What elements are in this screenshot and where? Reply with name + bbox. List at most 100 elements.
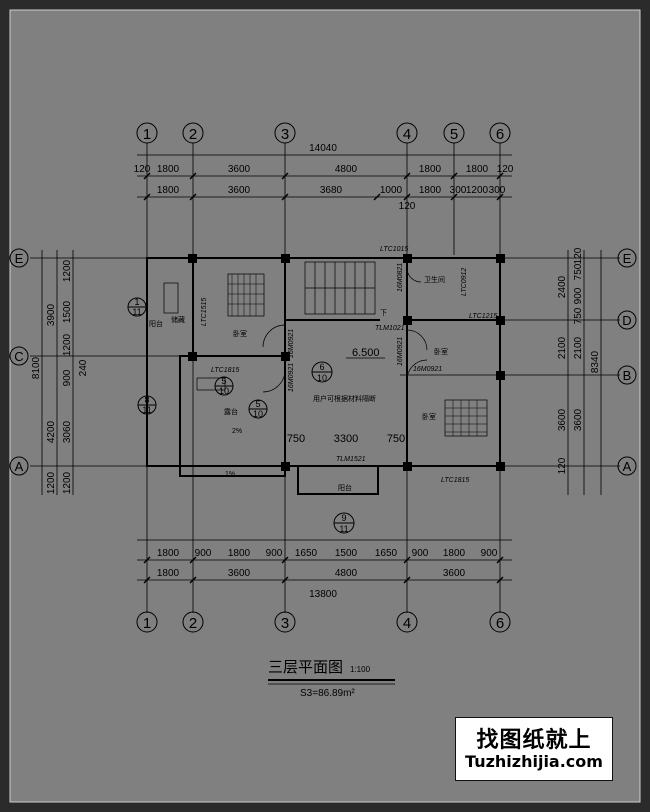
dim: 750	[287, 433, 305, 445]
watermark-badge: 找图纸就上 Tuzhizhijia.com	[455, 717, 613, 781]
axis-label: A	[623, 459, 632, 474]
room-label: 阳台	[338, 483, 352, 492]
column-labels-top: 1 2 3 4 5 6	[136, 122, 511, 144]
dim: 3900	[46, 303, 57, 326]
callout-bot: 10	[253, 409, 263, 419]
dim: 1200	[62, 333, 73, 356]
beds	[163, 273, 488, 437]
drawing-area: S3=86.89m²	[300, 688, 355, 699]
tag: TLM1521	[336, 456, 366, 463]
callout-top: 1	[134, 297, 139, 307]
tag: LTC1815	[441, 477, 469, 484]
columns	[188, 254, 505, 471]
dim: 900	[195, 548, 212, 559]
dim: 1500	[335, 548, 358, 559]
callout-top: 5	[221, 376, 226, 386]
callout-bot: 11	[339, 524, 348, 534]
bottom-dimension-text: 1800 900 1800 900 1650 1500 1650 900 180…	[157, 548, 498, 600]
dim: 3060	[62, 420, 73, 443]
dim: 4800	[335, 164, 358, 175]
dim: 300	[450, 185, 467, 196]
dim: 4800	[335, 568, 358, 579]
dim: 1800	[228, 548, 251, 559]
axis-label: E	[623, 251, 632, 266]
stair-down-label: 下	[380, 309, 387, 317]
tag: TLM1021	[375, 325, 405, 332]
paper	[9, 9, 641, 803]
dim: 1200	[46, 471, 57, 494]
drawing-scale: 1:100	[350, 665, 371, 674]
dim: 3680	[320, 185, 343, 196]
dim: 8340	[590, 350, 601, 373]
room-label: 储藏	[171, 315, 185, 324]
tag: LTC1215	[469, 313, 497, 320]
dim: 120	[497, 164, 514, 175]
hall-note: 用户可根据材料隔断	[313, 394, 376, 403]
dim: 900	[412, 548, 429, 559]
room-label: 阳台	[149, 319, 163, 328]
axis-label: B	[623, 368, 632, 383]
dim: 1800	[419, 164, 442, 175]
callout-text: 1 11 8 11 5 10 5 10 6 10 9 11	[132, 297, 348, 534]
level-label: 6.500	[352, 347, 380, 359]
room-label: 卫生间	[424, 275, 445, 284]
dim: 1200	[62, 259, 73, 282]
callout-bot: 11	[142, 405, 151, 415]
left-dimension-text: 1200 1500 1200 900 3060 1200 3900 4200 8…	[31, 259, 89, 494]
walls	[146, 257, 501, 495]
dim: 2100	[557, 336, 568, 359]
room-label: 卧室	[422, 412, 436, 421]
dim: 900	[573, 287, 584, 304]
callout-top: 6	[319, 362, 324, 372]
top-dimension-text: 14040 120 1800 3600 4800 1800 1800 120 1…	[134, 143, 514, 212]
room-labels: 卧室 卧室 卧室 卫生间 露台 阳台 阳台 储藏 用户可根据材料隔断 下 2% …	[149, 275, 448, 492]
tag: 16M0921	[288, 329, 295, 358]
dim: 3600	[573, 408, 584, 431]
room-label: 卧室	[233, 329, 247, 338]
tag: 16M0821	[397, 263, 404, 292]
dim: 8100	[31, 356, 42, 379]
dim: 3600	[228, 568, 251, 579]
axis-label: 1	[143, 126, 151, 143]
tag: 16M0921	[413, 366, 442, 373]
dim: 3600	[443, 568, 466, 579]
inner-dimensions: 750 3300 750	[287, 433, 405, 445]
right-dimension-text: 120 750 900 750 2400 2100 3600 120 2100 …	[557, 247, 601, 474]
room-label: 露台	[224, 407, 238, 416]
dim: 750	[573, 263, 584, 280]
dim: 120	[399, 201, 416, 212]
axis-label: 2	[189, 126, 197, 143]
watermark-en: Tuzhizhijia.com	[465, 752, 603, 771]
dim: 900	[266, 548, 283, 559]
dim: 120	[557, 457, 568, 474]
dim: 1650	[295, 548, 318, 559]
axis-label: A	[15, 459, 24, 474]
dim: 900	[481, 548, 498, 559]
axis-label: 4	[403, 126, 411, 143]
dim: 1800	[157, 548, 180, 559]
dim: 1800	[157, 568, 180, 579]
dim: 1800	[419, 185, 442, 196]
axis-label: 4	[403, 615, 411, 632]
dim-total-bottom: 13800	[309, 589, 337, 600]
dim: 3600	[557, 408, 568, 431]
axis-label: 1	[143, 615, 151, 632]
axis-label: E	[15, 251, 24, 266]
axis-label: C	[14, 349, 23, 364]
column-labels-bottom: 1 2 3 4 6	[136, 611, 511, 633]
dim: 1800	[157, 164, 180, 175]
dim: 1200	[466, 185, 489, 196]
watermark-cn: 找图纸就上	[476, 728, 592, 753]
dim: 1500	[62, 300, 73, 323]
callout-bot: 10	[317, 373, 327, 383]
axis-label: 3	[281, 126, 289, 143]
dim: 300	[489, 185, 506, 196]
dim: 900	[62, 369, 73, 386]
axis-label: 2	[189, 615, 197, 632]
callout-top: 5	[255, 399, 260, 409]
dim: 1650	[375, 548, 398, 559]
dim: 750	[573, 307, 584, 324]
callout-top: 9	[341, 513, 346, 523]
dim: 1800	[443, 548, 466, 559]
